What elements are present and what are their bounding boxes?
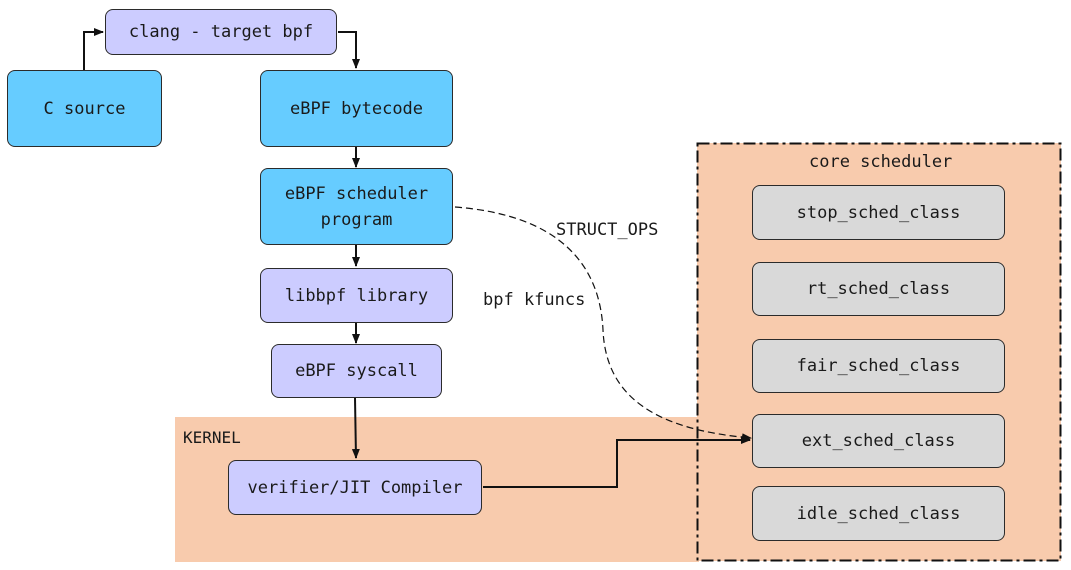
bpf-kfuncs-label: bpf kfuncs <box>483 290 586 310</box>
verifier-jit-compiler-node: verifier/JIT Compiler <box>228 460 482 515</box>
rt-sched-class-node: rt_sched_class <box>752 262 1005 316</box>
ebpf-bytecode-node: eBPF bytecode <box>260 70 453 147</box>
ext-sched-class-node: ext_sched_class <box>752 414 1005 468</box>
libbpf-library-node: libbpf library <box>260 268 453 323</box>
clang-node: clang - target bpf <box>105 9 337 55</box>
struct-ops-label: STRUCT_OPS <box>556 220 659 240</box>
edge-verifier-to-ext <box>483 436 751 488</box>
ebpf-scheduler-program-node: eBPF scheduler program <box>260 168 453 245</box>
edge-syscall-to-verifier <box>351 397 360 459</box>
idle-sched-class-node: idle_sched_class <box>752 486 1005 541</box>
edge-clang-to-bytecode <box>338 31 360 69</box>
stop-sched-class-node: stop_sched_class <box>752 185 1005 240</box>
fair-sched-class-node: fair_sched_class <box>752 339 1005 393</box>
c-source-node: C source <box>7 70 162 147</box>
ebpf-syscall-node: eBPF syscall <box>271 344 442 398</box>
edge-struct-ops-dashed <box>454 206 752 442</box>
core-scheduler-border <box>696 142 1062 562</box>
kernel-label: KERNEL <box>183 428 241 447</box>
edge-csource-to-clang <box>83 28 104 70</box>
core-scheduler-label: core scheduler <box>809 152 953 172</box>
